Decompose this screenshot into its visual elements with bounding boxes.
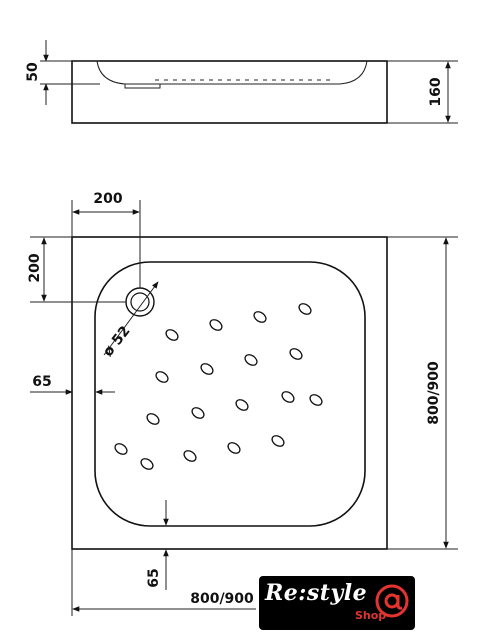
dim-width: 800/900: [190, 591, 254, 607]
anti-slip-dot: [146, 413, 160, 425]
dim-drain-offset-y: 200: [27, 253, 43, 282]
anti-slip-dot: [309, 394, 323, 406]
anti-slip-dot: [244, 354, 258, 366]
anti-slip-dot: [271, 435, 285, 447]
dim-drain-offset-x: 200: [93, 191, 122, 207]
drain-inner: [130, 292, 150, 312]
anti-slip-dot: [209, 319, 223, 331]
basin-outline: [94, 261, 366, 527]
restyle-shop-logo: Re:style Shop: [259, 576, 415, 630]
side-view: 50 160: [25, 40, 458, 124]
anti-slip-dots: [114, 303, 323, 470]
anti-slip-dot: [200, 363, 214, 375]
at-sign-icon: [375, 584, 409, 618]
anti-slip-dot: [155, 371, 169, 383]
anti-slip-dot: [289, 348, 303, 360]
top-view: 200 200 ø 52 65 65 800/900 800/900: [27, 191, 458, 616]
tray-outline: [71, 236, 388, 550]
dim-left-margin: 65: [32, 374, 51, 390]
dim-drain-diameter: ø 52: [100, 323, 134, 360]
dim-rim-height: 50: [25, 62, 41, 82]
logo-text: Re:style: [265, 580, 368, 606]
dim-bottom-margin: 65: [146, 568, 162, 587]
drain-profile: [124, 84, 161, 89]
anti-slip-dot: [253, 311, 267, 323]
anti-slip-dot: [165, 329, 179, 341]
anti-slip-dot: [281, 391, 295, 403]
anti-slip-dot: [191, 407, 205, 419]
basin-profile: [96, 60, 368, 85]
anti-slip-dot: [235, 399, 249, 411]
side-view-outline: [71, 60, 388, 124]
anti-slip-dot: [227, 442, 241, 454]
logo-subtext: Shop: [355, 609, 387, 622]
dim-total-height: 160: [428, 77, 444, 106]
anti-slip-dot: [140, 458, 154, 470]
anti-slip-dot: [114, 443, 128, 455]
drain-outer: [125, 287, 155, 317]
anti-slip-dot: [298, 303, 312, 315]
anti-slip-dot: [183, 450, 197, 462]
dim-depth: 800/900: [426, 361, 442, 425]
